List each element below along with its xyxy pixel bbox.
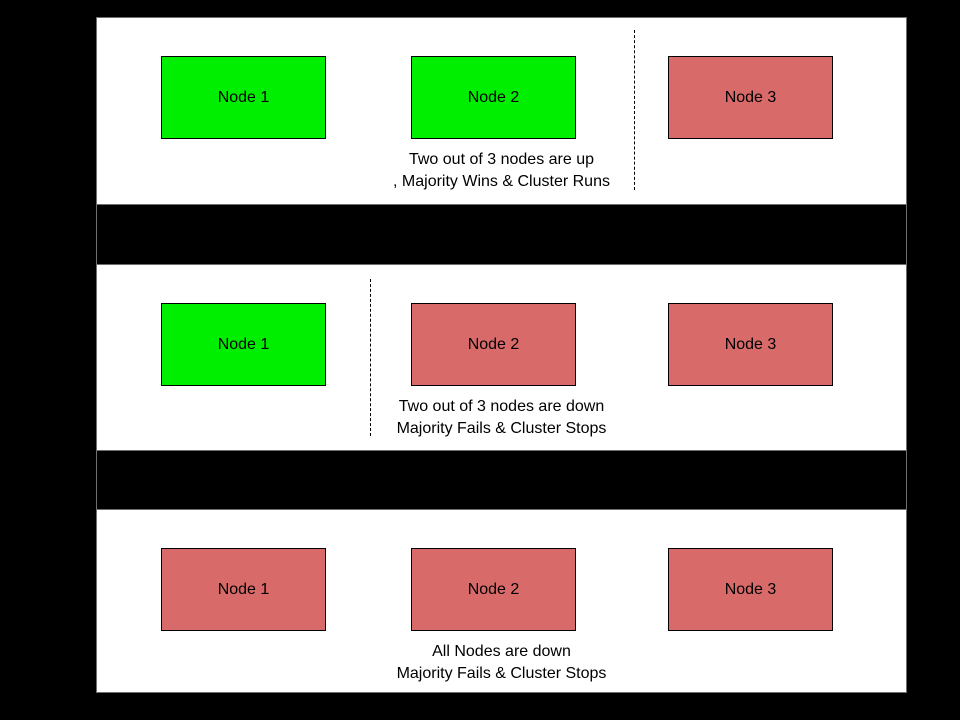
panel-two-nodes-up: Node 1 Node 2 Node 3 Two out of 3 nodes … [96,17,907,205]
node-1-box: Node 1 [161,56,326,139]
node-2-box: Node 2 [411,56,576,139]
panel-caption: Two out of 3 nodes are up , Majority Win… [97,149,906,193]
node-3-box: Node 3 [668,548,833,631]
panel-all-nodes-down: Node 1 Node 2 Node 3 All Nodes are down … [96,509,907,693]
caption-line-2: Majority Fails & Cluster Stops [396,420,607,437]
node-1-label: Node 1 [217,335,270,353]
partition-divider-line [634,30,635,190]
node-2-box: Node 2 [411,303,576,386]
node-3-label: Node 3 [724,335,777,353]
caption-line-1: All Nodes are down [432,643,571,660]
caption-line-2: , Majority Wins & Cluster Runs [393,173,610,190]
node-3-box: Node 3 [668,56,833,139]
node-1-label: Node 1 [217,88,270,106]
node-1-box: Node 1 [161,548,326,631]
node-2-label: Node 2 [467,88,520,106]
panel-caption: Two out of 3 nodes are down Majority Fai… [97,396,906,440]
node-2-label: Node 2 [467,580,520,598]
partition-divider-line [370,279,371,436]
node-1-label: Node 1 [217,580,270,598]
panel-two-nodes-down: Node 1 Node 2 Node 3 Two out of 3 nodes … [96,264,907,451]
caption-line-2: Majority Fails & Cluster Stops [396,665,607,682]
node-2-label: Node 2 [467,335,520,353]
node-3-label: Node 3 [724,88,777,106]
node-3-box: Node 3 [668,303,833,386]
node-2-box: Node 2 [411,548,576,631]
node-1-box: Node 1 [161,303,326,386]
caption-line-1: Two out of 3 nodes are down [398,398,605,415]
panel-caption: All Nodes are down Majority Fails & Clus… [97,641,906,685]
node-3-label: Node 3 [724,580,777,598]
caption-line-1: Two out of 3 nodes are up [408,151,594,168]
